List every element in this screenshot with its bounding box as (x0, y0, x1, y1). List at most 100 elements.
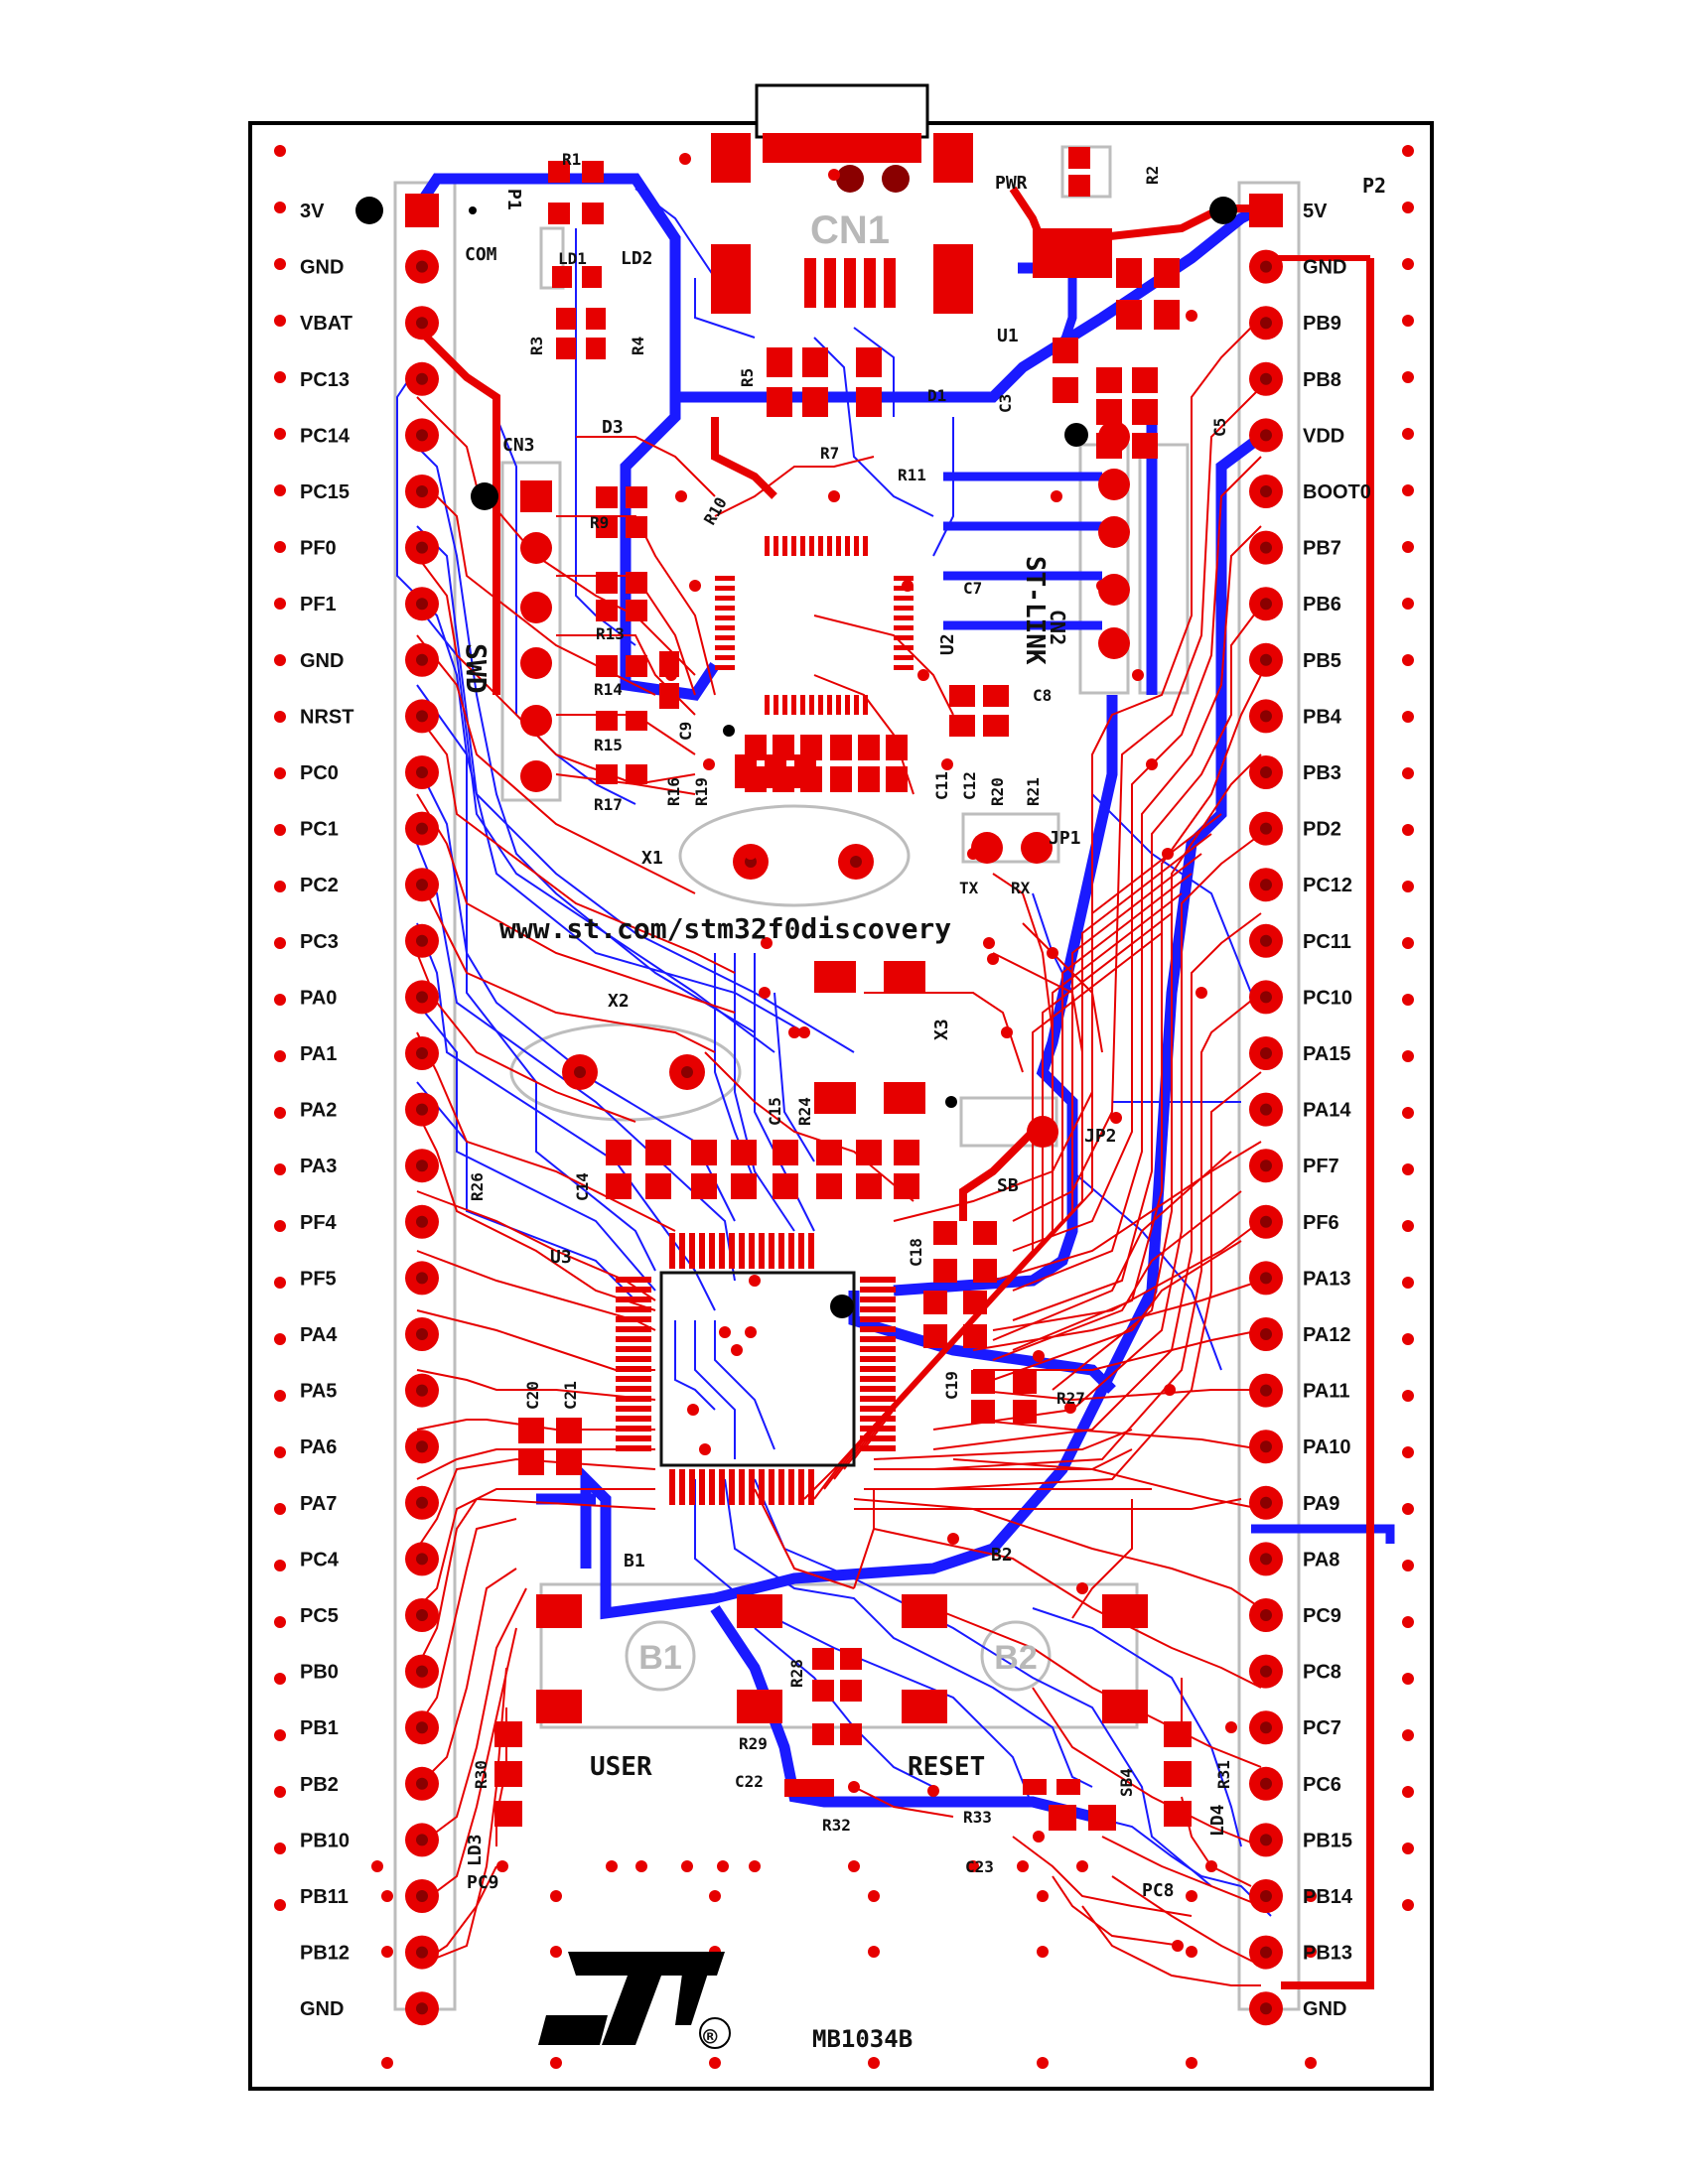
via (1051, 490, 1062, 502)
right-pin-label: PB13 (1303, 1943, 1352, 1965)
left-pin-label: PC1 (300, 819, 339, 841)
via (274, 1729, 286, 1741)
via (274, 1503, 286, 1515)
r29-label: R29 (739, 1734, 768, 1753)
left-pin-label: PC13 (300, 369, 350, 391)
mcu-u2-pins (715, 536, 914, 788)
via (274, 1843, 286, 1854)
left-pin-label: PC3 (300, 931, 339, 953)
via (1402, 1729, 1414, 1741)
ghost-silkscreen (500, 145, 1190, 1729)
via (848, 1781, 860, 1793)
r5-label: R5 (738, 368, 757, 387)
via (679, 153, 691, 165)
pc9-led-label: PC9 (467, 1872, 499, 1893)
r13-label: R13 (596, 624, 625, 643)
via (1402, 145, 1414, 157)
via (967, 1860, 979, 1872)
via (274, 145, 286, 157)
com-label: COM (465, 244, 497, 265)
left-pin-label: PB11 (300, 1886, 349, 1908)
right-pin-labels: 5VGNDPB9PB8VDDBOOT0PB7PB6PB5PB4PB3PD2PC1… (1303, 201, 1371, 2020)
c8-label: C8 (1033, 686, 1052, 705)
via (1402, 1163, 1414, 1175)
ghost-silk-text: CN1 B1 B2 (638, 208, 1037, 1677)
left-pin-label: PC5 (300, 1605, 339, 1627)
via (1402, 711, 1414, 723)
x2-label: X2 (608, 991, 630, 1012)
left-pin-label: PA7 (300, 1493, 337, 1515)
via (274, 202, 286, 213)
left-header-pad-hole (416, 1272, 428, 1285)
mcu-u3-body (659, 1271, 856, 1467)
c7-label: C7 (963, 579, 982, 598)
via (274, 598, 286, 610)
through-hole-pads (520, 165, 1130, 1148)
via (745, 848, 757, 860)
right-header-pad-hole (1260, 934, 1272, 947)
u3-label: U3 (550, 1247, 572, 1268)
left-pin-label: PC15 (300, 481, 350, 503)
c5-label: C5 (1210, 418, 1229, 437)
c3-label: C3 (996, 394, 1015, 413)
silkscreen-labels: www.st.com/stm32f0discovery MB1034B ® P2… (460, 150, 1386, 2053)
left-header-pad-hole (416, 2002, 428, 2015)
right-header-pad-hole (1260, 1272, 1272, 1285)
right-header-pad-hole (1260, 541, 1272, 554)
via (496, 1860, 508, 1872)
right-pin-label: PA10 (1303, 1436, 1351, 1458)
c9-label: C9 (676, 722, 695, 741)
right-pin-label: PD2 (1303, 819, 1341, 841)
left-pin-label: PF1 (300, 594, 337, 615)
swd-label: SWD (460, 643, 492, 694)
rx-label: RX (1011, 879, 1031, 897)
stlink-label: ST-LINK (1020, 556, 1050, 665)
right-header-pad-hole (1260, 260, 1272, 273)
via (681, 1860, 693, 1872)
left-header-pad-hole (416, 879, 428, 891)
left-pin-label: PC2 (300, 875, 339, 896)
board-id-label: MB1034B (812, 2025, 913, 2053)
via (761, 937, 773, 949)
right-header-pad-hole (1260, 1103, 1272, 1116)
via (709, 1890, 721, 1902)
c23-label: C23 (965, 1857, 994, 1876)
r20-label: R20 (988, 777, 1007, 806)
r32-label: R32 (822, 1816, 851, 1835)
ld2-label: LD2 (621, 248, 653, 269)
right-pin-label: PB5 (1303, 650, 1341, 672)
via (1162, 848, 1174, 860)
right-pin-label: PA11 (1303, 1381, 1349, 1403)
b1-ghost-label: B1 (638, 1639, 681, 1677)
r15-label: R15 (594, 736, 623, 754)
r30-label: R30 (472, 1760, 491, 1789)
right-pin-label: PC8 (1303, 1662, 1341, 1684)
left-header-pad (405, 194, 439, 227)
right-pin-label: PB6 (1303, 594, 1341, 615)
right-header-pad-hole (1260, 710, 1272, 723)
via (1402, 428, 1414, 440)
left-pin-label: PF4 (300, 1212, 338, 1234)
via (675, 490, 687, 502)
via (550, 1946, 562, 1958)
via (1402, 1390, 1414, 1402)
via (274, 541, 286, 553)
registered-mark: ® (703, 2023, 718, 2051)
right-header-pad-hole (1260, 766, 1272, 778)
left-pin-label: PB1 (300, 1717, 339, 1739)
r16-label: R16 (664, 777, 683, 806)
right-header-pad-hole (1260, 1890, 1272, 1902)
via (1402, 1050, 1414, 1062)
via (1205, 1860, 1217, 1872)
via (665, 669, 677, 681)
c22-label: C22 (735, 1772, 764, 1791)
via (1186, 1946, 1197, 1958)
left-header-pad-hole (416, 1721, 428, 1734)
via (967, 848, 979, 860)
left-header-pad-hole (416, 1665, 428, 1678)
via (274, 371, 286, 383)
left-pin-label: PA5 (300, 1381, 337, 1403)
left-header-pad-hole (416, 485, 428, 497)
left-pin-label: PC0 (300, 762, 339, 784)
via (1172, 1940, 1184, 1952)
